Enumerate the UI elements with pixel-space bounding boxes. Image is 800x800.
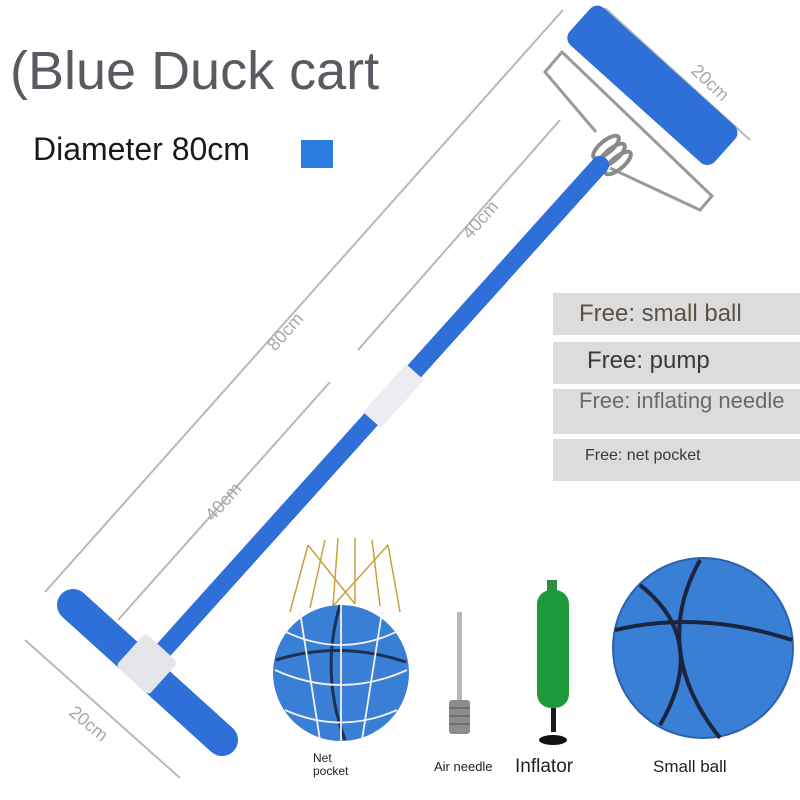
bottom-head-label: 20cm	[65, 702, 112, 746]
air-needle-item	[449, 612, 470, 734]
freebie-net-pocket: Free: net pocket	[553, 439, 800, 481]
freebie-small-ball: Free: small ball	[553, 293, 800, 335]
t-joint	[117, 634, 177, 694]
net-pocket-item	[273, 537, 409, 741]
net-mesh	[274, 605, 408, 741]
lower-dimension-line	[117, 381, 331, 621]
overall-label: 80cm	[263, 309, 307, 355]
needle-base	[449, 700, 470, 734]
caption-small-ball: Small ball	[653, 757, 727, 776]
small-ball-item	[612, 557, 794, 740]
ball-seams	[614, 559, 793, 740]
product-title: (Blue Duck cart	[10, 41, 380, 101]
caption-inflator: Inflator	[515, 756, 574, 777]
roller-cylinder	[567, 5, 738, 166]
freebie-pump: Free: pump	[553, 342, 800, 384]
bottom-head	[57, 589, 238, 756]
net-strings	[289, 537, 401, 613]
color-swatch	[301, 140, 333, 168]
pump-foot	[539, 735, 567, 745]
upper-dimension-line	[357, 119, 561, 351]
bottom-head-dimension-line	[24, 639, 181, 779]
pump-body	[537, 590, 569, 708]
caption-net-pocket: Net pocket	[313, 751, 349, 778]
overall-dimension-line	[44, 9, 564, 593]
pole	[141, 156, 609, 674]
inflator-item	[537, 580, 569, 745]
upper-pole-label: 40cm	[458, 197, 502, 243]
caption-air-needle: Air needle	[434, 759, 493, 774]
diameter-label: Diameter 80cm	[33, 131, 250, 167]
pole-connector	[363, 363, 424, 429]
freebie-inflating-needle: Free: inflating needle	[553, 389, 800, 434]
roller-head	[543, 5, 738, 212]
